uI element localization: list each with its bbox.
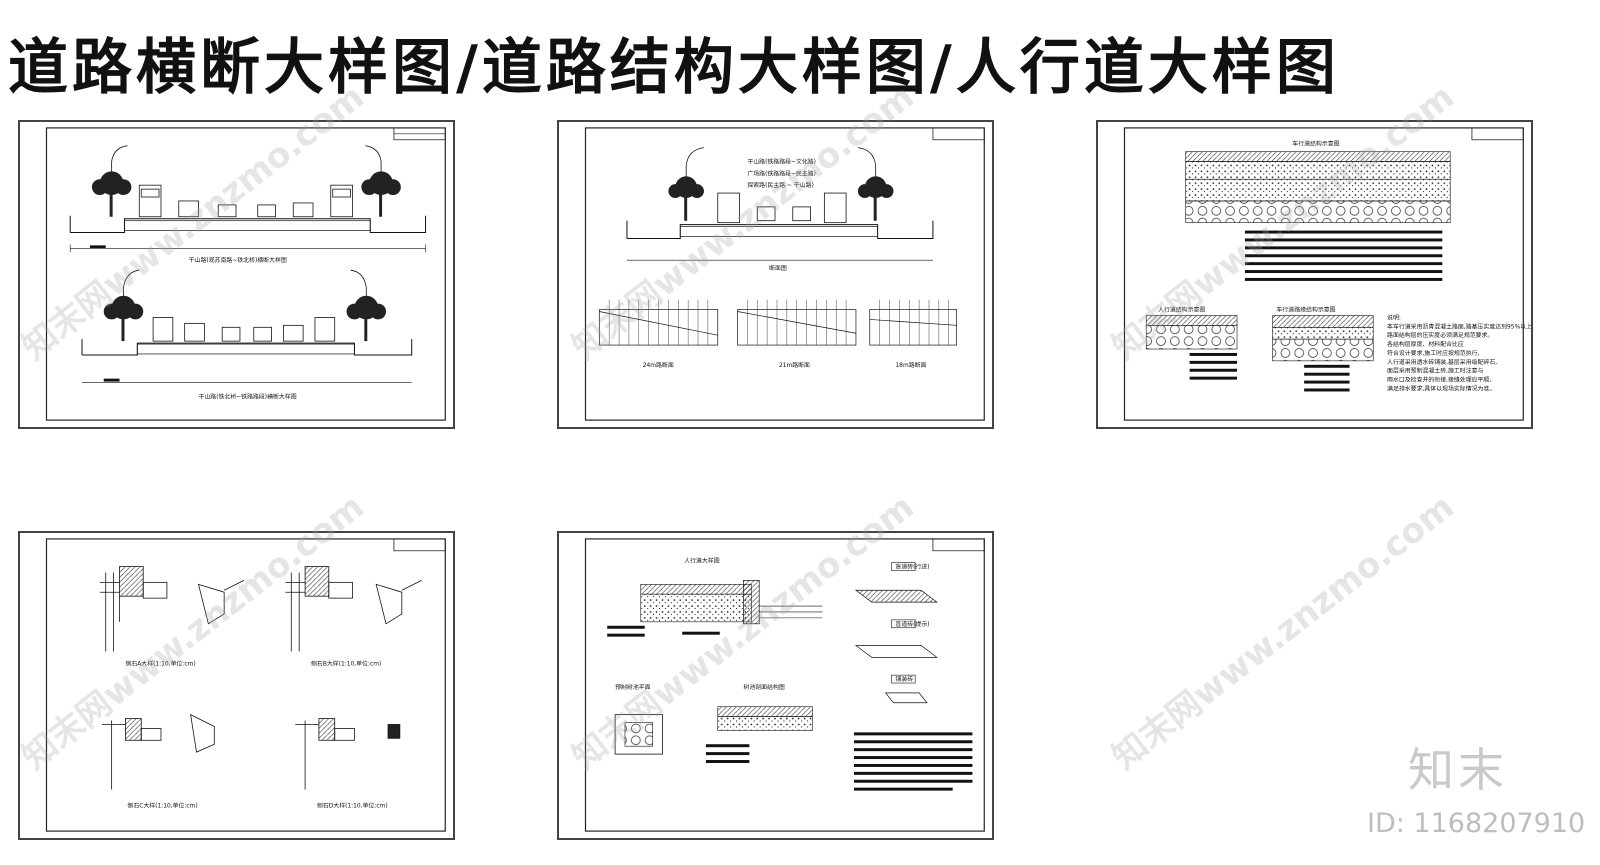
sidewalk-detail-title: 人行道大样图: [684, 557, 720, 565]
lower-road-section: 干山路(铁北桥~铁路路段)横断大样图: [81, 269, 413, 400]
curb-b-detail: [285, 566, 422, 652]
tree-pit-plan-title: 预制树池平面: [615, 683, 651, 691]
road-sections-drawing: 干山路(铁路路段~文化路) 广场路(铁路路段~民主路) 探索路(民主路 ~ 干山…: [584, 127, 985, 421]
warning-tile-label: 盲道砖(提示): [895, 620, 929, 628]
note-line: 面层采用预制混凝土砖,施工时注意与: [1387, 367, 1483, 375]
profile-21m-caption: 21m路断面: [779, 361, 810, 369]
paving-block-label: 铺装砖: [895, 675, 913, 683]
cross-section-drawing: 干山路(观苏南路~铁北桥)横断大样图 干山路(铁北桥~铁路路段)横断大样图: [45, 127, 446, 421]
paving-block: 铺装砖: [884, 674, 928, 704]
resource-id-label: ID: 1168207910: [1367, 808, 1586, 839]
note-line: 雨水口及检查井的衔接,接缝处理应平顺,: [1387, 376, 1491, 384]
sidewalk-structure-title: 人行道结构示意图: [1158, 306, 1205, 314]
cross-slope-profiles: [598, 299, 957, 346]
note-line: 人行道采用透水砖铺装,基层采用级配碎石,: [1387, 358, 1497, 366]
curb-d-caption: 侧石D大样(1:10,单位:cm): [317, 801, 388, 809]
note-line: 路面结构层的压实度必须满足规范要求。: [1387, 331, 1493, 339]
curb-details-drawing: 侧石A大样(1:10,单位:cm) 侧石B大样(1:10,单位:cm) 侧石C大…: [45, 538, 446, 832]
profile-24m-caption: 24m路断面: [643, 361, 674, 369]
page-title: 道路横断大样图/道路结构大样图/人行道大样图: [8, 33, 1340, 103]
curb-a-caption: 侧石A大样(1:10,单位:cm): [125, 659, 195, 667]
curb-c-caption: 侧石C大样(1:10,单位:cm): [127, 801, 197, 809]
tree-pit-section-title: 树池剖面结构图: [743, 683, 784, 691]
drawing-sheet-road-sections[interactable]: 干山路(铁路路段~文化路) 广场路(铁路路段~民主路) 探索路(民主路 ~ 干山…: [557, 120, 994, 429]
tactile-paving-1: 盲道砖(行进): [854, 562, 938, 603]
curb-structure-title: 车行道路缘结构示意图: [1276, 306, 1335, 314]
drawing-sheet-curb-details[interactable]: 侧石A大样(1:10,单位:cm) 侧石B大样(1:10,单位:cm) 侧石C大…: [18, 531, 455, 840]
upper-section-caption: 干山路(观苏南路~铁北桥)横断大样图: [189, 256, 287, 264]
section-label-1: 干山路(铁路路段~文化路): [747, 157, 816, 165]
brand-logo: 知末: [1408, 743, 1508, 797]
curb-a-detail: [99, 566, 245, 652]
notes-heading: 说明:: [1387, 313, 1401, 321]
upper-road-section: 干山路(观苏南路~铁北桥)横断大样图: [69, 145, 427, 264]
drawing-sheet-pavement-structure[interactable]: 车行道结构示意图 人行道结构示意图 车行道路缘结构示意图 说明: 本车行道采用沥…: [1096, 120, 1533, 429]
tactile-tile-label: 盲道砖(行进): [895, 563, 929, 571]
note-line: 各结构层厚度、材料配合比应: [1387, 340, 1464, 348]
sidewalk-details-drawing: 人行道大样图 盲道砖(行进) 盲道砖(提示) 铺装砖 预制树池平面 树池剖面结构…: [584, 538, 985, 832]
note-line: 符合设计要求,施工时应按规范执行,: [1387, 349, 1479, 357]
section-caption: 断面图: [769, 264, 787, 272]
section-label-2: 广场路(铁路路段~民主路): [747, 169, 816, 177]
carriageway-structure-title: 车行道结构示意图: [1292, 140, 1339, 148]
drawing-sheet-road-cross-section[interactable]: 干山路(观苏南路~铁北桥)横断大样图 干山路(铁北桥~铁路路段)横断大样图: [18, 120, 455, 429]
curb-d-detail: [295, 718, 401, 790]
profile-18m-caption: 18m路断面: [895, 361, 926, 369]
lower-section-caption: 干山路(铁北桥~铁路路段)横断大样图: [198, 392, 296, 400]
note-line: 本车行道采用沥青混凝土路面,路基压实度达到95%以上,: [1387, 322, 1531, 330]
curb-c-detail: [101, 713, 215, 790]
tactile-paving-2: 盲道砖(提示): [854, 619, 938, 658]
section-label-3: 探索路(民主路 ~ 干山路): [747, 181, 813, 189]
note-line: 满足排水要求,具体以现场实际情况为准。: [1387, 384, 1495, 392]
drawing-sheet-sidewalk-details[interactable]: 人行道大样图 盲道砖(行进) 盲道砖(提示) 铺装砖 预制树池平面 树池剖面结构…: [557, 531, 994, 840]
pavement-structure-drawing: 车行道结构示意图 人行道结构示意图 车行道路缘结构示意图 说明: 本车行道采用沥…: [1123, 127, 1531, 421]
curb-b-caption: 侧石B大样(1:10,单位:cm): [311, 659, 381, 667]
